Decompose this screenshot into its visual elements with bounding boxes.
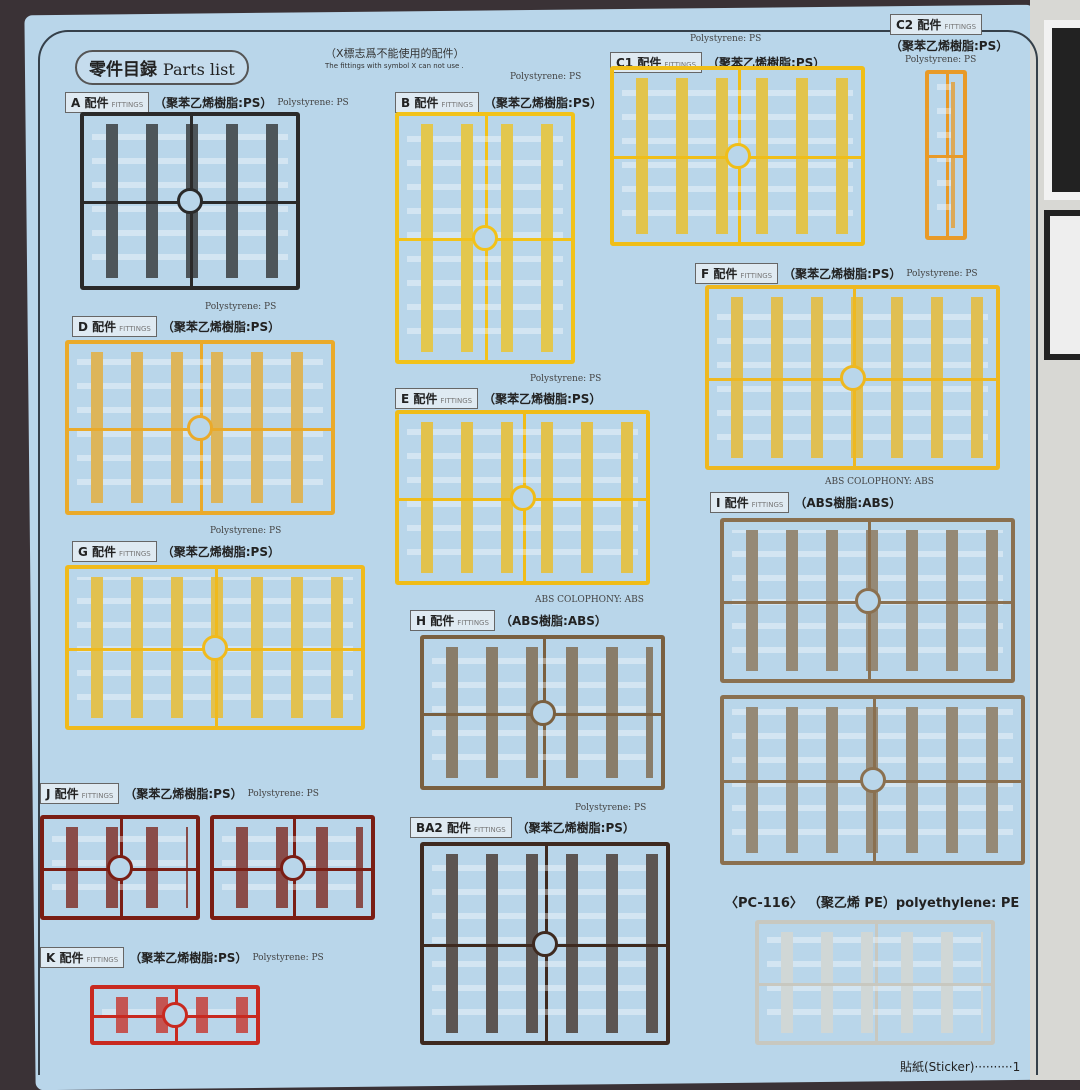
section-d-material-en: Polystyrene: PS	[205, 302, 277, 312]
page-title: 零件目録 Parts list	[75, 50, 249, 85]
section-g-material: （聚苯乙烯樹脂:PS）	[161, 545, 280, 559]
section-i-runner	[720, 518, 1015, 683]
section-g-runner	[65, 565, 365, 730]
section-b-material-en: Polystyrene: PS	[510, 72, 582, 82]
sheet-border	[38, 30, 1038, 1075]
section-f-runner	[705, 285, 1000, 470]
runner-hub	[162, 1002, 188, 1028]
section-e-runner	[395, 410, 650, 585]
section-i-material-en: ABS COLOPHONY: ABS	[825, 477, 934, 487]
section-ba2-material: （聚苯乙烯樹脂:PS）	[516, 821, 635, 835]
runner-hub	[854, 587, 881, 614]
runner-hub	[472, 225, 498, 251]
section-a-material-en: Polystyrene: PS	[277, 97, 349, 108]
runner-hub	[529, 699, 556, 726]
unusable-note: （X標志爲不能使用的配件）The fittings with symbol X …	[325, 47, 465, 70]
runner-hub	[279, 854, 306, 881]
runner-parts	[937, 82, 955, 228]
section-k-material-en: Polystyrene: PS	[252, 952, 324, 963]
section-i-runner	[720, 695, 1025, 865]
section-g-material-en: Polystyrene: PS	[210, 526, 282, 536]
section-a-material: （聚苯乙烯樹脂:PS）	[154, 96, 273, 110]
section-b-material: （聚苯乙烯樹脂:PS）	[484, 96, 603, 110]
section-h-runner	[420, 635, 665, 790]
adjacent-page	[1030, 0, 1080, 1080]
section-j-runner	[40, 815, 200, 920]
section-h-material: （ABS樹脂:ABS）	[499, 614, 607, 628]
runner-hub	[107, 854, 133, 881]
section-c1-runner	[610, 66, 865, 246]
runner-hub	[177, 188, 203, 214]
section-j-material: （聚苯乙烯樹脂:PS）	[124, 787, 243, 801]
section-f-material-en: Polystyrene: PS	[906, 268, 978, 279]
sticker-count: 貼紙(Sticker)··········1	[900, 1060, 1021, 1074]
section-ba2-runner	[420, 842, 670, 1045]
section-d-material: （聚苯乙烯樹脂:PS）	[161, 320, 281, 334]
section-c2-runner	[925, 70, 967, 240]
pc-116-header: 〈PC-116〉（聚乙烯 PE）polyethylene: PE	[725, 896, 1020, 911]
section-i-material: （ABS樹脂:ABS）	[794, 496, 902, 510]
section-b-runner	[395, 112, 575, 364]
runner-hub	[859, 767, 886, 793]
section-j-runner	[210, 815, 375, 920]
runner-hub	[724, 143, 751, 169]
section-h-material-en: ABS COLOPHONY: ABS	[535, 595, 644, 605]
section-c2-material: （聚苯乙烯樹脂:PS）	[890, 39, 1009, 53]
section-c2-material-en: Polystyrene: PS	[905, 55, 977, 65]
runner-hub	[509, 484, 536, 511]
pc-116-runner	[755, 920, 995, 1045]
section-c1-material-en: Polystyrene: PS	[690, 34, 762, 44]
section-a-runner	[80, 112, 300, 290]
runner-hub	[839, 364, 866, 391]
section-e-material-en: Polystyrene: PS	[530, 374, 602, 384]
runner-hub	[187, 414, 213, 441]
section-k-runner	[90, 985, 260, 1045]
runner-hub	[532, 930, 558, 957]
runner-hub	[202, 634, 228, 661]
section-ba2-material-en: Polystyrene: PS	[575, 803, 647, 813]
section-j-material-en: Polystyrene: PS	[247, 788, 319, 799]
section-e-material: （聚苯乙烯樹脂:PS）	[483, 392, 602, 406]
section-f-material: （聚苯乙烯樹脂:PS）	[783, 267, 902, 281]
section-k-material: （聚苯乙烯樹脂:PS）	[129, 951, 248, 965]
section-d-runner	[65, 340, 335, 515]
